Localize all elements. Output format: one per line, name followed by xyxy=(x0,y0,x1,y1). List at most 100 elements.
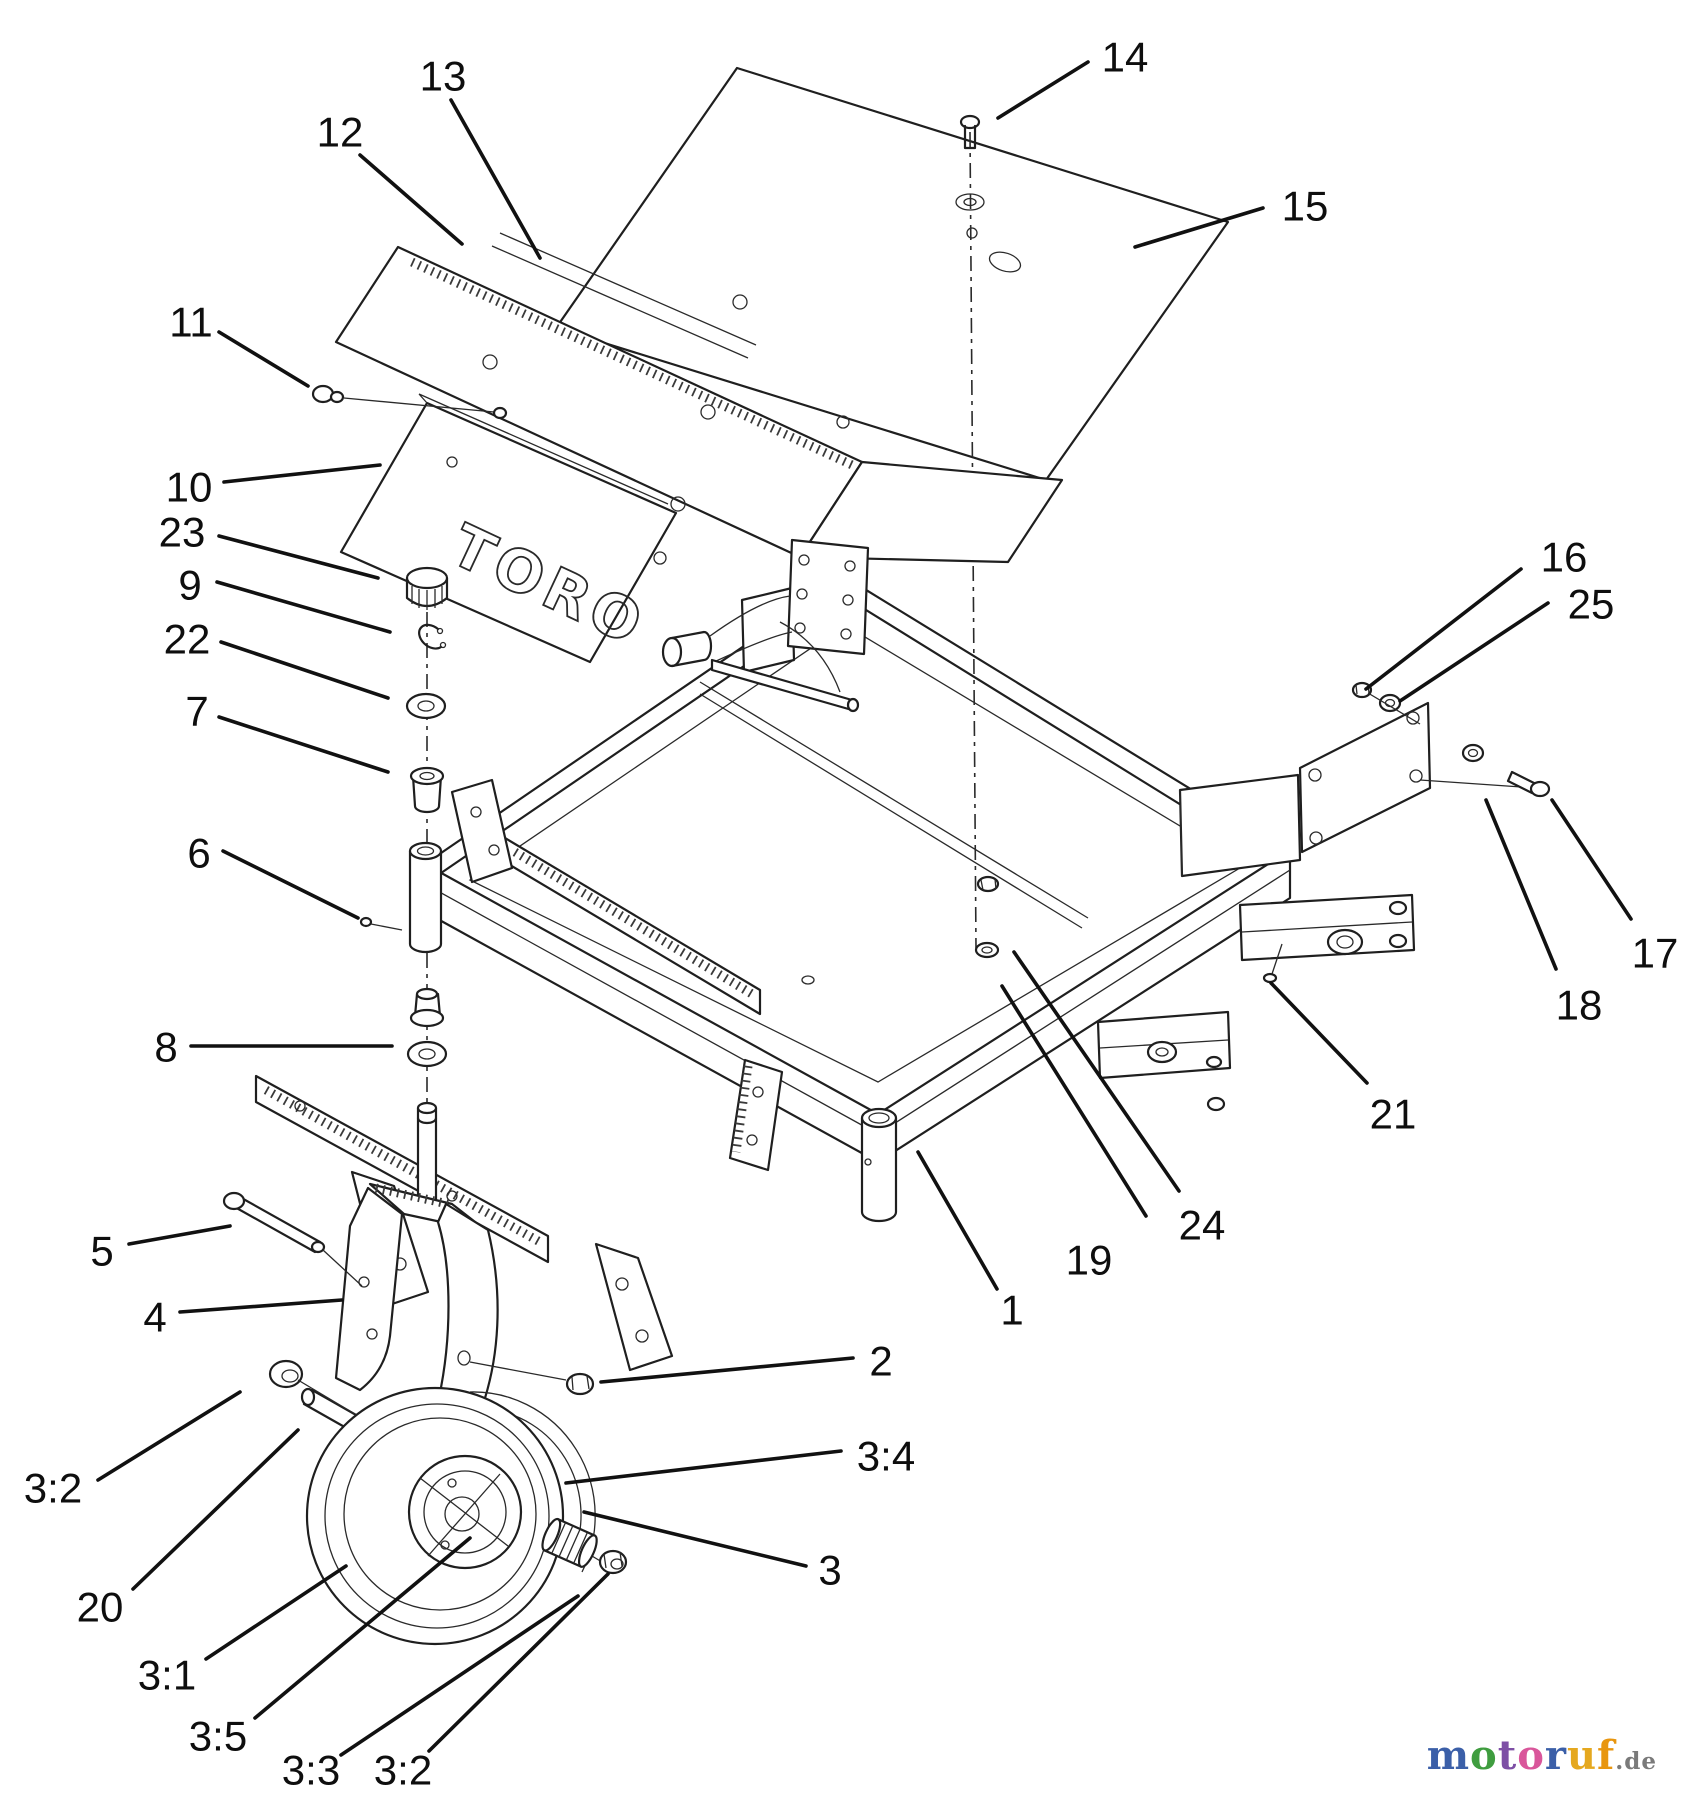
callout-label-3:5: 3:5 xyxy=(189,1713,247,1760)
leader-line-20 xyxy=(131,1428,300,1591)
callout-label-12: 12 xyxy=(317,109,364,156)
callout-label-13: 13 xyxy=(420,53,467,100)
callout-label-4: 4 xyxy=(143,1294,166,1341)
callout-label-6: 6 xyxy=(187,830,210,877)
panel-screw xyxy=(311,384,508,420)
latch-assembly-right xyxy=(1238,893,1416,984)
callout-label-3:2: 3:2 xyxy=(24,1465,82,1512)
callout-label-15: 15 xyxy=(1282,183,1329,230)
callout-label-3:4: 3:4 xyxy=(857,1433,915,1480)
caster-wheel xyxy=(305,1386,596,1646)
leader-line-3:2 xyxy=(427,1572,610,1753)
callout-label-9: 9 xyxy=(178,562,201,609)
leader-line-10 xyxy=(222,463,382,484)
watermark-letter: t xyxy=(1497,1732,1518,1779)
leader-line-4 xyxy=(178,1298,344,1314)
leader-line-1 xyxy=(916,1150,999,1291)
callout-label-14: 14 xyxy=(1102,34,1149,81)
leader-line-15 xyxy=(1133,206,1265,249)
callout-label-20: 20 xyxy=(77,1584,124,1631)
leader-line-3:3 xyxy=(339,1594,580,1757)
right-mount-plate xyxy=(1298,701,1432,854)
roll-pin xyxy=(359,916,373,928)
callout-label-23: 23 xyxy=(159,509,206,556)
leader-line-16 xyxy=(1364,567,1523,691)
washer-8 xyxy=(406,1040,448,1068)
washer-22 xyxy=(405,692,447,720)
callout-label-24: 24 xyxy=(1179,1202,1226,1249)
leader-line-24 xyxy=(1012,950,1181,1193)
screw-21 xyxy=(1262,972,1278,984)
washer-18 xyxy=(1461,743,1485,763)
rear-bracket-assembly xyxy=(661,538,870,713)
frame-tube-6 xyxy=(359,841,443,954)
leader-line-25 xyxy=(1398,601,1550,703)
bolt-17 xyxy=(1506,770,1551,798)
leader-line-2 xyxy=(599,1356,855,1384)
callout-label-5: 5 xyxy=(90,1228,113,1275)
callout-label-3:2: 3:2 xyxy=(374,1747,432,1794)
watermark-letter: m xyxy=(1426,1732,1471,1779)
callout-label-22: 22 xyxy=(164,616,211,663)
leader-line-18 xyxy=(1484,798,1558,971)
leader-line-7 xyxy=(217,715,390,774)
callout-label-21: 21 xyxy=(1370,1091,1417,1138)
callout-label-10: 10 xyxy=(166,464,213,511)
leader-line-22 xyxy=(219,640,390,700)
stem-locknut-2 xyxy=(469,1361,595,1396)
callout-label-3:3: 3:3 xyxy=(282,1747,340,1794)
bushing-lower xyxy=(409,987,445,1028)
leader-line-23 xyxy=(217,534,380,580)
leader-line-12 xyxy=(358,153,464,246)
leader-line-13 xyxy=(449,98,542,260)
callout-label-16: 16 xyxy=(1541,534,1588,581)
callout-label-2: 2 xyxy=(869,1338,892,1385)
leader-line-17 xyxy=(1550,798,1633,921)
watermark-suffix: .de xyxy=(1615,1748,1657,1775)
leader-line-3:5 xyxy=(253,1536,472,1720)
callout-label-3:1: 3:1 xyxy=(138,1652,196,1699)
retaining-ring-9 xyxy=(418,623,447,650)
leader-line-3 xyxy=(582,1510,808,1568)
watermark-letter: u xyxy=(1566,1732,1598,1779)
callout-label-1: 1 xyxy=(1000,1287,1023,1334)
watermark-letter: f xyxy=(1597,1732,1616,1779)
hidden-bolt-nuts xyxy=(974,875,1000,959)
watermark-logo[interactable]: motoruf.de xyxy=(1427,1732,1657,1779)
latch-assembly-mid xyxy=(1096,1010,1232,1112)
axle-nut xyxy=(598,1549,628,1575)
callout-label-8: 8 xyxy=(154,1024,177,1071)
leader-line-6 xyxy=(221,849,360,920)
knob-23 xyxy=(405,566,449,610)
leader-line-3:4 xyxy=(564,1449,843,1485)
toro-panel: TORO xyxy=(339,393,678,664)
right-corner-assembly xyxy=(1178,681,1551,878)
bushing-7 xyxy=(409,766,445,814)
leader-line-19 xyxy=(1000,984,1148,1218)
callout-label-19: 19 xyxy=(1066,1237,1113,1284)
leader-line-9 xyxy=(215,580,392,634)
callout-label-11: 11 xyxy=(169,299,213,346)
callout-label-3: 3 xyxy=(818,1547,841,1594)
washer-25 xyxy=(1378,693,1402,713)
callout-label-18: 18 xyxy=(1556,982,1603,1029)
leader-line-3:2 xyxy=(96,1390,242,1482)
leader-line-11 xyxy=(217,330,310,388)
leader-line-3:1 xyxy=(204,1564,348,1661)
axle-bushing xyxy=(268,1359,304,1389)
watermark-letter: o xyxy=(1470,1732,1498,1779)
leader-line-5 xyxy=(127,1224,232,1246)
callout-label-25: 25 xyxy=(1568,581,1615,628)
watermark-letter: r xyxy=(1544,1732,1567,1779)
rear-panel xyxy=(334,232,1064,565)
wheel-bearing xyxy=(541,1517,598,1568)
leader-line-21 xyxy=(1269,981,1369,1085)
leader-line-14 xyxy=(996,60,1090,120)
callout-label-17: 17 xyxy=(1632,930,1679,977)
main-frame xyxy=(423,575,1292,1223)
fork-bolt-5 xyxy=(222,1191,363,1287)
watermark-letter: o xyxy=(1517,1732,1545,1779)
